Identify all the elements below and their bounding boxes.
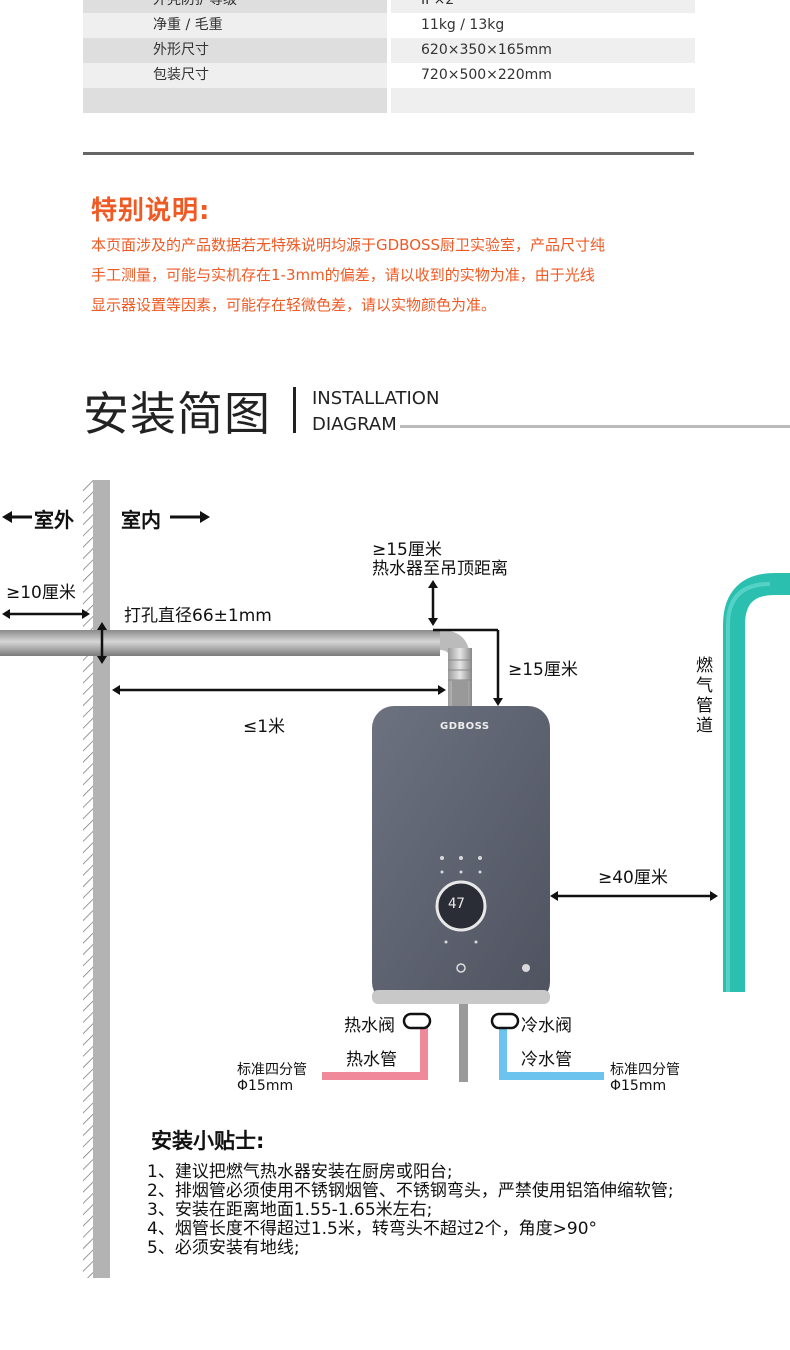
table-row: 包装尺寸 720×500×220mm <box>83 63 695 88</box>
installation-diagram <box>0 480 790 1278</box>
label-cold-valve: 冷水阀 <box>521 1016 572 1036</box>
spec-value: 11kg / 13kg <box>391 13 695 38</box>
label-outdoor: 室外 <box>34 508 74 532</box>
hot-valve-icon <box>402 1012 432 1030</box>
label-indoor: 室内 <box>121 508 161 532</box>
label-hot-pipe: 热水管 <box>346 1050 397 1070</box>
label-gas-pipe: 燃气管道 <box>696 656 713 736</box>
title-separator <box>293 387 296 433</box>
table-row <box>83 88 695 113</box>
spec-label: 包装尺寸 <box>83 63 387 88</box>
wall <box>83 480 110 1278</box>
label-std-size-left: Φ15mm <box>237 1078 294 1094</box>
tip-item: 1、建议把燃气热水器安装在厨房或阳台; <box>147 1162 453 1182</box>
water-heater <box>372 706 550 1004</box>
spec-value: 720×500×220mm <box>391 63 695 88</box>
spec-value: 620×350×165mm <box>391 38 695 63</box>
notice-title: 特别说明: <box>91 196 211 226</box>
title-en-line2: DIAGRAM <box>312 414 397 435</box>
title-rule <box>400 425 790 428</box>
cold-valve-icon <box>490 1012 520 1030</box>
table-row: 外形尺寸 620×350×165mm <box>83 38 695 63</box>
tip-item: 2、排烟管必须使用不锈钢烟管、不锈钢弯头，严禁使用铝箔伸缩软管; <box>147 1181 674 1201</box>
label-std-pipe-left: 标准四分管 <box>237 1062 307 1078</box>
section-divider <box>83 152 694 155</box>
spec-label: 外壳防护等级 <box>83 0 387 13</box>
label-cold-pipe: 冷水管 <box>521 1050 572 1070</box>
flue-pipe <box>0 630 472 708</box>
label-outside-length: ≥10厘米 <box>6 583 76 603</box>
spec-value: IP×2 <box>391 0 695 13</box>
page-title: 安装简图 <box>83 387 271 441</box>
label-side-gap: ≥40厘米 <box>598 868 668 888</box>
brand-logo: GDBOSS <box>440 721 490 732</box>
label-pipe-length: ≤1米 <box>243 717 286 737</box>
cold-water-pipe <box>499 1026 604 1080</box>
tip-item: 3、安装在距离地面1.55-1.65米左右; <box>147 1200 433 1220</box>
dimension-lines <box>2 580 718 901</box>
tips-title: 安装小贴士: <box>151 1129 265 1153</box>
label-std-size-right: Φ15mm <box>610 1078 667 1094</box>
spec-label <box>83 88 387 113</box>
spec-label: 外形尺寸 <box>83 38 387 63</box>
table-row: 净重 / 毛重 11kg / 13kg <box>83 13 695 38</box>
spec-table: 外壳防护等级 IP×2 净重 / 毛重 11kg / 13kg 外形尺寸 620… <box>83 0 695 113</box>
gas-pipe <box>723 573 790 992</box>
notice-line: 本页面涉及的产品数据若无特殊说明均源于GDBOSS厨卫实验室，产品尺寸纯 <box>91 236 606 254</box>
title-en-line1: INSTALLATION <box>312 388 440 409</box>
label-std-pipe-right: 标准四分管 <box>610 1062 680 1078</box>
notice-line: 显示器设置等因素，可能存在轻微色差，请以实物颜色为准。 <box>91 296 497 314</box>
label-hole-diameter: 打孔直径66±1mm <box>124 606 272 626</box>
spec-value <box>391 88 695 113</box>
table-row: 外壳防护等级 IP×2 <box>83 0 695 13</box>
tip-item: 5、必须安装有地线; <box>147 1238 300 1258</box>
tip-item: 4、烟管长度不得超过1.5米，转弯头不超过2个，角度>90° <box>147 1219 598 1239</box>
center-pipe <box>459 1004 468 1082</box>
display-readout: 47 <box>448 896 465 912</box>
label-ceiling-gap: ≥15厘米 <box>372 540 442 560</box>
label-top-gap: ≥15厘米 <box>508 660 578 680</box>
notice-line: 手工测量，可能与实机存在1-3mm的偏差，请以收到的实物为准，由于光线 <box>91 266 595 284</box>
direction-arrows <box>2 511 210 523</box>
spec-label: 净重 / 毛重 <box>83 13 387 38</box>
hot-water-pipe <box>322 1026 428 1080</box>
label-hot-valve: 热水阀 <box>344 1016 395 1036</box>
label-ceiling-desc: 热水器至吊顶距离 <box>372 559 508 579</box>
